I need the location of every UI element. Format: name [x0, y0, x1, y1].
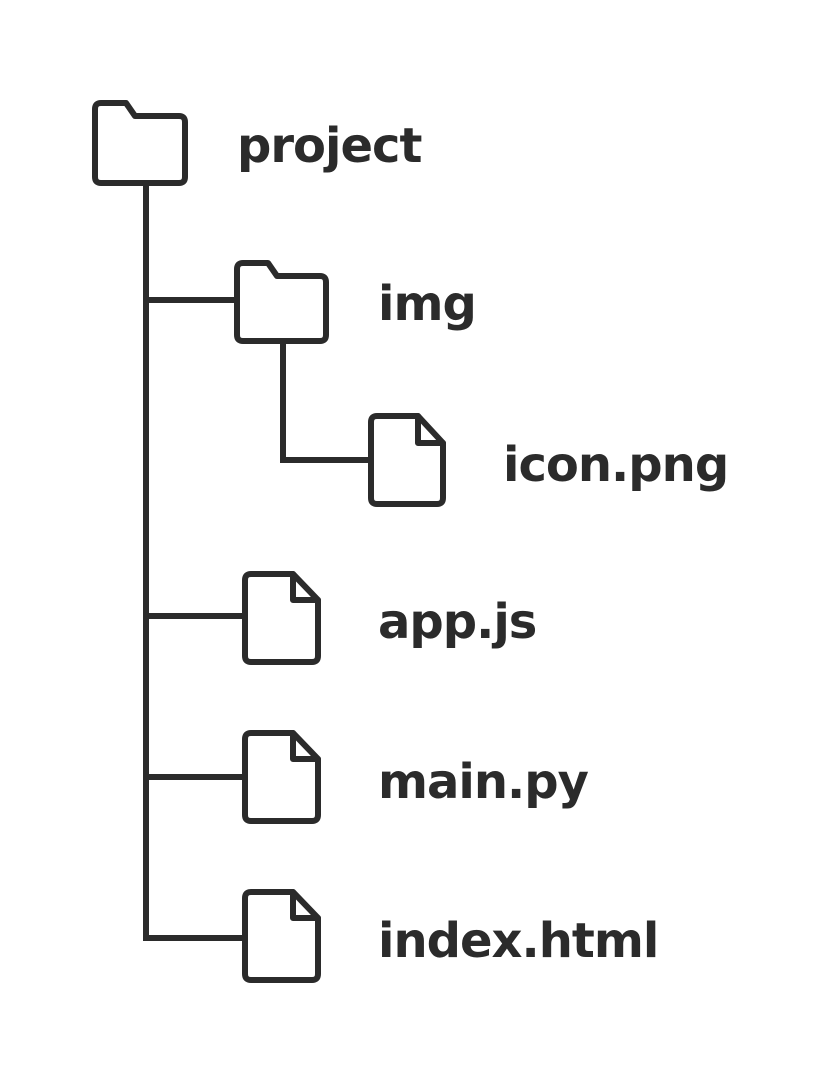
tree-node-app-js[interactable]: app.js — [242, 571, 537, 665]
file-corner-fold — [415, 413, 446, 446]
node-label-app-js: app.js — [378, 594, 536, 650]
node-label-project: project — [237, 118, 421, 174]
node-label-index-html: index.html — [378, 913, 658, 969]
tree-node-project[interactable]: project — [92, 100, 422, 186]
file-icon — [368, 413, 446, 507]
folder-icon — [92, 100, 188, 186]
file-icon — [242, 571, 321, 665]
folder-icon — [234, 260, 329, 344]
file-corner-fold — [290, 889, 321, 921]
node-label-main-py: main.py — [378, 754, 589, 810]
tree-node-main-py[interactable]: main.py — [242, 730, 590, 824]
node-label-icon-png: icon.png — [503, 437, 728, 493]
file-corner-fold — [290, 571, 321, 603]
tree-node-icon-png[interactable]: icon.png — [368, 413, 729, 507]
file-icon — [242, 730, 321, 824]
tree-node-img[interactable]: img — [234, 260, 477, 344]
trunk-line-img — [280, 340, 373, 463]
tree-node-index-html[interactable]: index.html — [242, 889, 659, 983]
tree-connectors — [143, 184, 373, 941]
file-icon — [242, 889, 321, 983]
file-corner-fold — [290, 730, 321, 762]
node-label-img: img — [378, 276, 476, 332]
